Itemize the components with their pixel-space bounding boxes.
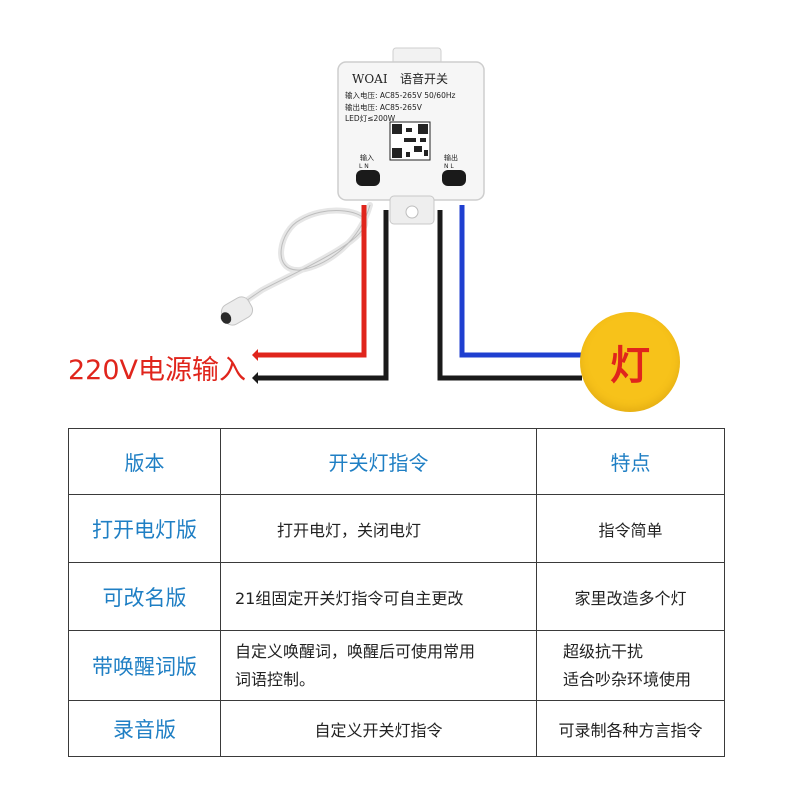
device-led-rating: LED灯≤200W [345, 113, 396, 123]
lamp-label: 灯 [610, 343, 650, 389]
table-row: 打开电灯版 打开电灯，关闭电灯 指令简单 [68, 494, 725, 563]
lamp-badge: 灯 [580, 312, 680, 412]
row-command: 自定义唤醒词，唤醒后可使用常用 词语控制。 [220, 630, 537, 701]
row-feature: 家里改造多个灯 [536, 562, 725, 631]
header-feature: 特点 [536, 428, 725, 495]
port-in-pins: L N [359, 163, 369, 170]
row-feature: 指令简单 [536, 494, 725, 563]
table-row: 带唤醒词版 自定义唤醒词，唤醒后可使用常用 词语控制。 超级抗干扰 适合吵杂环境… [68, 630, 725, 701]
row-version: 带唤醒词版 [68, 630, 221, 701]
wires [252, 205, 582, 384]
table-row: 录音版 自定义开关灯指令 可录制各种方言指令 [68, 700, 725, 757]
row-command: 21组固定开关灯指令可自主更改 [220, 562, 537, 631]
device-output-voltage: 输出电压: AC85-265V [345, 102, 423, 112]
version-table: 版本 开关灯指令 特点 打开电灯版 打开电灯，关闭电灯 指令简单 可改名版 21… [68, 428, 725, 757]
device-input-voltage: 输入电压: AC85-265V 50/60Hz [345, 90, 455, 100]
row-version: 可改名版 [68, 562, 221, 631]
table-header-row: 版本 开关灯指令 特点 [68, 428, 725, 495]
header-version: 版本 [68, 428, 221, 495]
mic-cable [237, 202, 373, 308]
output-live-wire [459, 205, 582, 358]
live-wire [258, 205, 367, 358]
port-out-pins: N L [444, 163, 454, 170]
table-row: 可改名版 21组固定开关灯指令可自主更改 家里改造多个灯 [68, 562, 725, 631]
row-command: 打开电灯，关闭电灯 [220, 494, 537, 563]
header-command: 开关灯指令 [220, 428, 537, 495]
row-version: 录音版 [68, 700, 221, 757]
device-brand: WOAI [352, 72, 388, 86]
port-out-label: 输出 [444, 153, 458, 162]
row-command: 自定义开关灯指令 [220, 700, 537, 757]
qr-code [389, 121, 431, 161]
microphone-icon [220, 296, 254, 326]
voice-switch-module [337, 47, 485, 225]
device-product: 语音开关 [400, 71, 448, 86]
port-in-label: 输入 [360, 153, 374, 162]
row-feature: 可录制各种方言指令 [536, 700, 725, 757]
wiring-diagram: WOAI 语音开关 输入电压: AC85-265V 50/60Hz 输出电压: … [220, 47, 582, 384]
power-input-label: 220V电源输入 [68, 355, 247, 386]
output-neutral-wire [437, 210, 582, 381]
row-version: 打开电灯版 [68, 494, 221, 563]
row-feature: 超级抗干扰 适合吵杂环境使用 [536, 630, 725, 701]
input-neutral-wire [258, 210, 389, 381]
